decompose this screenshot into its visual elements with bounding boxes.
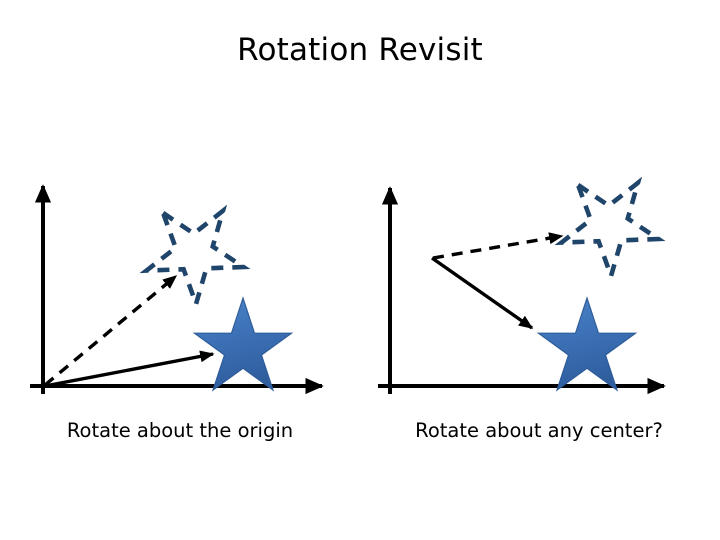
caption-left: Rotate about the origin — [66, 419, 294, 442]
caption-right: Rotate about any center? — [415, 419, 663, 442]
left-solid-radius-vector — [44, 350, 215, 388]
left-image-star — [139, 204, 251, 312]
page-title: Rotation Revisit — [237, 32, 483, 68]
left-panel — [30, 184, 324, 395]
right-solid-radius-vector — [431, 256, 534, 330]
right-image-star — [554, 176, 666, 284]
right-dashed-radius-vector — [432, 232, 564, 260]
right-pre-image-star — [536, 296, 638, 392]
left-dashed-radius-vector — [43, 274, 178, 387]
right-panel — [378, 176, 666, 395]
left-pre-image-star — [192, 296, 294, 392]
